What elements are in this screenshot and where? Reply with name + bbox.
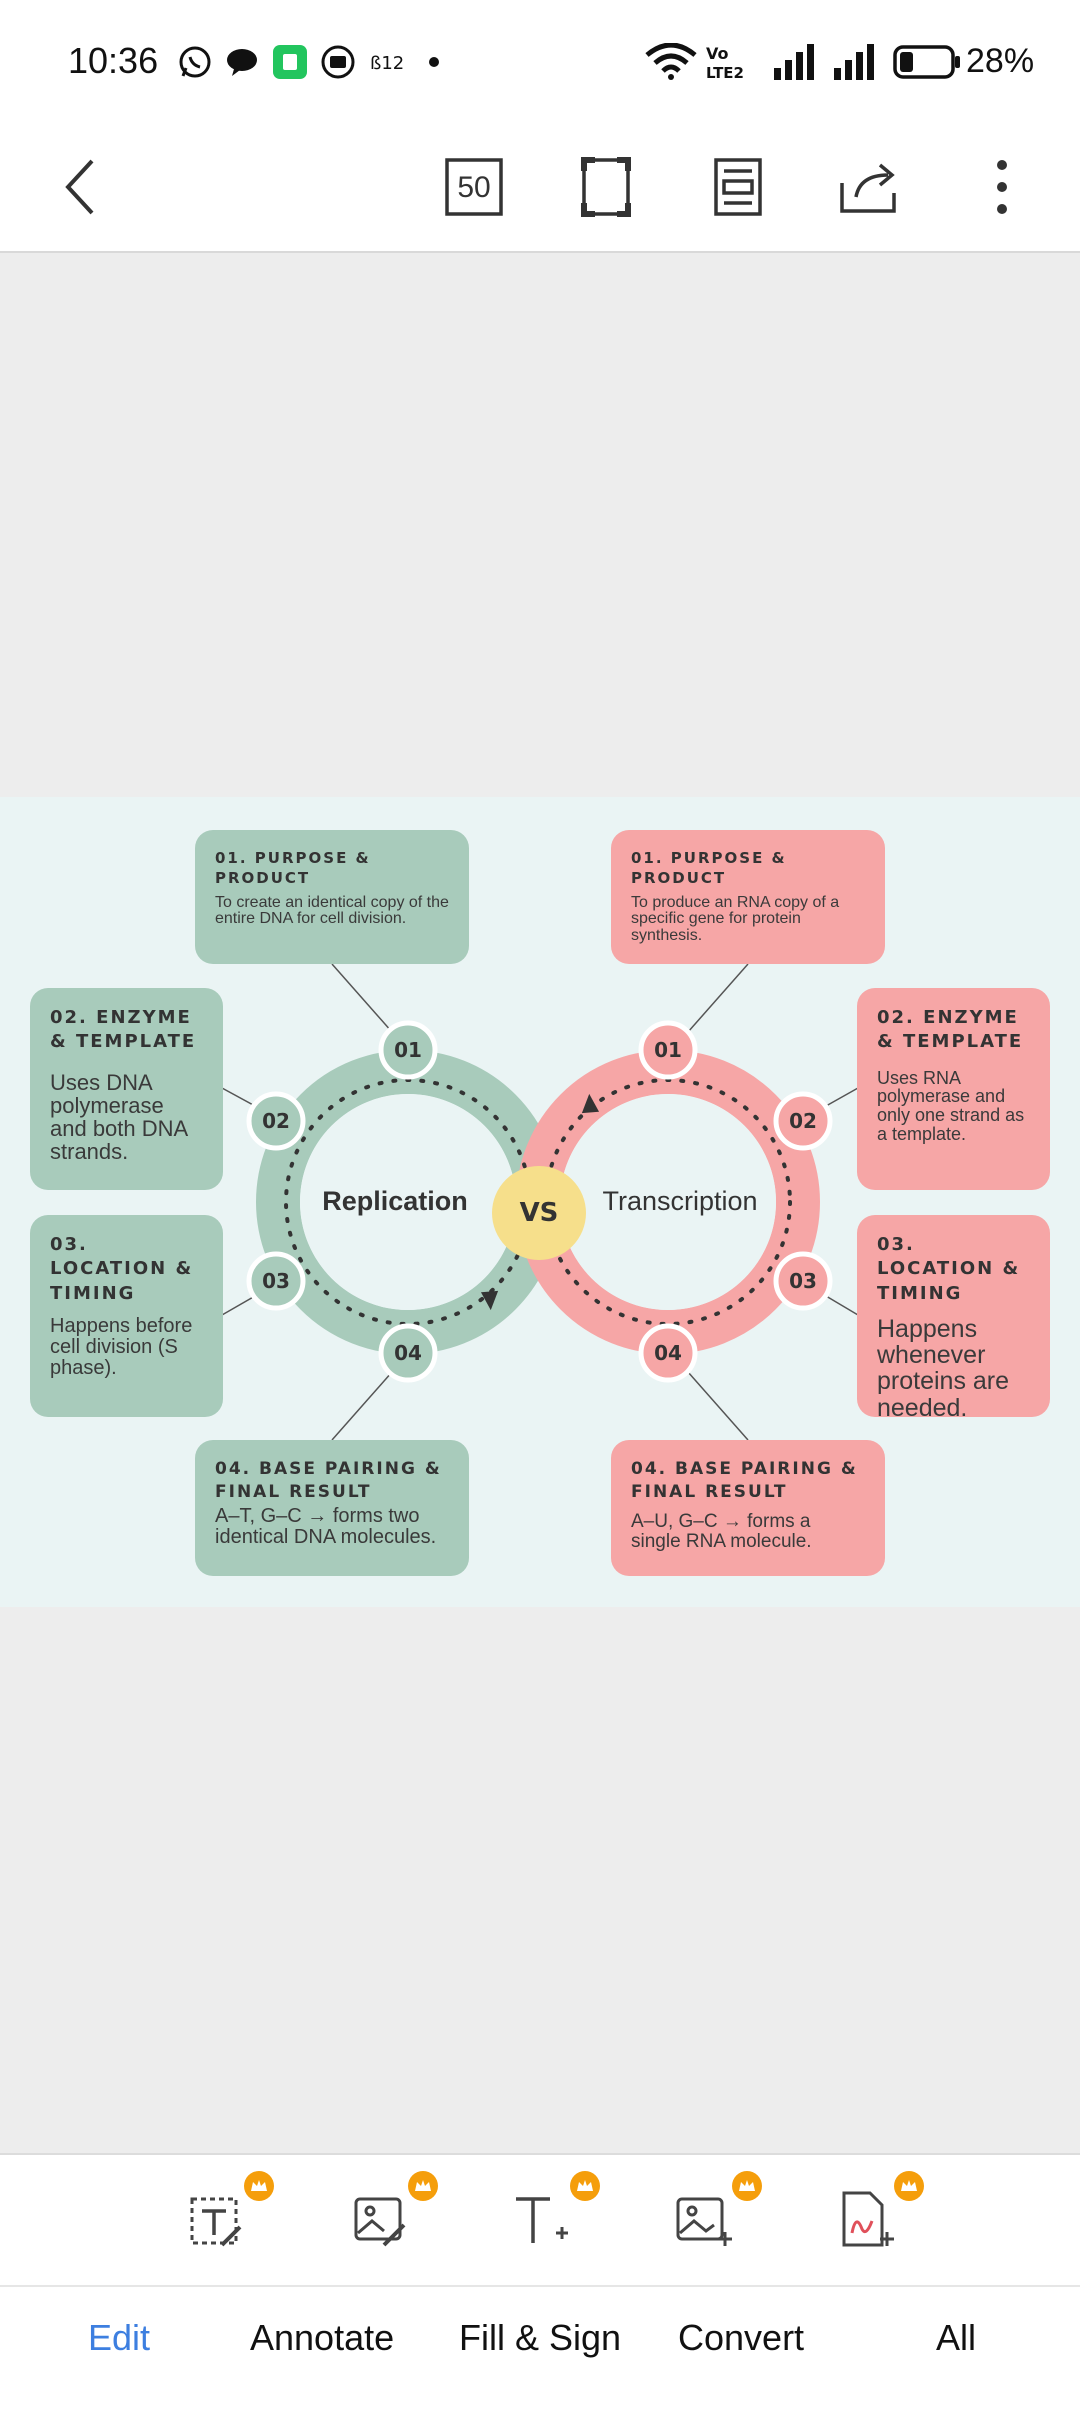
money-icon [318, 44, 358, 80]
replication-ring-center [300, 1094, 516, 1310]
card-body: To produce an RNA copy of a specific gen… [631, 893, 840, 945]
card-body: Happens before cell division (S phase). [50, 1314, 193, 1379]
back-button[interactable] [38, 145, 122, 229]
add-image-icon [676, 2197, 732, 2246]
transcription-card-enzyme: 02. ENZYME & TEMPLATE Uses RNA polymeras… [857, 988, 1050, 1190]
replication-arrow-icon [480, 1290, 499, 1311]
replication-card-enzyme: 02. ENZYME & TEMPLATE Uses DNA polymeras… [30, 988, 223, 1190]
app-notification-icon [270, 44, 310, 80]
card-body: Happens whenever proteins are needed. [877, 1314, 1010, 1417]
premium-crown-icon [408, 2171, 438, 2201]
card-body: Uses DNA polymerase and both DNA strands… [50, 1069, 187, 1164]
replication-card-purpose: 01. PURPOSE & PRODUCT To create an ident… [195, 830, 469, 964]
top-toolbar: 50 [0, 125, 1080, 253]
vs-badge: VS [492, 1166, 586, 1260]
premium-crown-icon [570, 2171, 600, 2201]
card-title: 02. ENZYME & TEMPLATE [50, 1007, 197, 1053]
more-options-button[interactable] [960, 145, 1044, 229]
tab-annotate[interactable]: Annotate [250, 2317, 395, 2358]
svg-text:LTE2: LTE2 [706, 64, 744, 81]
bottom-nav: Edit Annotate Fill & Sign Convert All [0, 2285, 1080, 2414]
card-title: 02. ENZYME & TEMPLATE [877, 1007, 1024, 1053]
card-title: 01. PURPOSE & PRODUCT [631, 849, 787, 888]
card-title: 03. LOCATION & TIMING [877, 1234, 1021, 1304]
reading-mode-button[interactable] [696, 145, 780, 229]
replication-label: Replication [322, 1186, 468, 1216]
tab-edit[interactable]: Edit [88, 2317, 151, 2358]
app-badge-icon: ß12 [366, 44, 410, 80]
card-body: A–T, G–C → forms two identical DNA molec… [215, 1504, 437, 1548]
card-body: Uses RNA polymerase and only one strand … [877, 1067, 1025, 1145]
tab-fill-sign[interactable]: Fill & Sign [459, 2317, 622, 2358]
replication-card-base-pairing: 04. BASE PAIRING & FINAL RESULT A–T, G–C… [195, 1440, 469, 1576]
chat-bubble-icon [222, 44, 262, 80]
tab-all[interactable]: All [936, 2317, 977, 2358]
card-title: 04. BASE PAIRING & FINAL RESULT [631, 1459, 858, 1502]
add-text-icon [516, 2197, 568, 2243]
replication-node-02: 02 [262, 1109, 290, 1133]
add-signature-tool[interactable] [830, 2171, 924, 2265]
replication-card-location: 03. LOCATION & TIMING Happens before cel… [30, 1215, 223, 1417]
signal-2-icon [830, 44, 880, 80]
more-notifications-dot-icon [426, 44, 442, 80]
edit-tools-bar [0, 2153, 1080, 2287]
edit-image-icon [354, 2197, 406, 2247]
page-count-icon: 50 [445, 158, 503, 216]
transcription-dotted-path [544, 1078, 792, 1326]
fullscreen-icon [581, 157, 631, 217]
replication-node-01: 01 [394, 1038, 422, 1062]
transcription-card-base-pairing: 04. BASE PAIRING & FINAL RESULT A–U, G–C… [611, 1440, 885, 1576]
premium-crown-icon [732, 2171, 762, 2201]
premium-crown-icon [244, 2171, 274, 2201]
transcription-node-02: 02 [789, 1109, 817, 1133]
card-title: 04. BASE PAIRING & FINAL RESULT [215, 1459, 442, 1502]
fullscreen-button[interactable] [564, 145, 648, 229]
add-image-tool[interactable] [668, 2171, 762, 2265]
replication-nodes: 01 02 03 04 [246, 1020, 438, 1383]
wifi-icon [644, 43, 698, 80]
share-icon [840, 163, 896, 213]
signal-1-icon [770, 44, 820, 80]
back-arrow-icon [65, 159, 94, 215]
card-title: 03. LOCATION & TIMING [50, 1234, 194, 1304]
share-button[interactable] [828, 145, 912, 229]
transcription-node-03: 03 [789, 1269, 817, 1293]
battery-icon [892, 44, 962, 80]
transcription-card-purpose: 01. PURPOSE & PRODUCT To produce an RNA … [611, 830, 885, 964]
whatsapp-icon [175, 44, 215, 80]
connector-lines [221, 963, 859, 1441]
replication-node-04: 04 [394, 1341, 422, 1365]
transcription-node-01: 01 [654, 1038, 682, 1062]
transcription-nodes: 01 02 03 04 [638, 1020, 833, 1383]
transcription-label: Transcription [602, 1186, 758, 1216]
transcription-ring-center [560, 1094, 776, 1310]
page-count-button[interactable]: 50 [432, 145, 516, 229]
status-time: 10:36 [68, 40, 159, 81]
transcription-node-04: 04 [654, 1341, 682, 1365]
edit-text-icon [190, 2197, 242, 2247]
battery-percent: 28% [966, 42, 1035, 80]
card-title: 01. PURPOSE & PRODUCT [215, 849, 371, 888]
transcription-card-location: 03. LOCATION & TIMING Happens whenever p… [857, 1215, 1050, 1417]
reading-mode-icon [714, 158, 762, 216]
premium-crown-icon [894, 2171, 924, 2201]
edit-image-tool[interactable] [344, 2171, 438, 2265]
edit-text-tool[interactable] [180, 2171, 274, 2265]
card-body: To create an identical copy of the entir… [215, 893, 449, 928]
transcription-arrow-icon [581, 1093, 600, 1114]
more-vertical-icon [997, 160, 1007, 214]
tab-convert[interactable]: Convert [678, 2317, 805, 2358]
replication-node-03: 03 [262, 1269, 290, 1293]
add-pdf-icon [842, 2191, 894, 2247]
svg-text:Vo: Vo [706, 44, 729, 63]
add-text-tool[interactable] [506, 2171, 600, 2265]
card-body: A–U, G–C → forms a single RNA molecule. [631, 1510, 812, 1552]
svg-text:ß12: ß12 [370, 53, 404, 74]
page-count-number: 50 [457, 171, 490, 204]
